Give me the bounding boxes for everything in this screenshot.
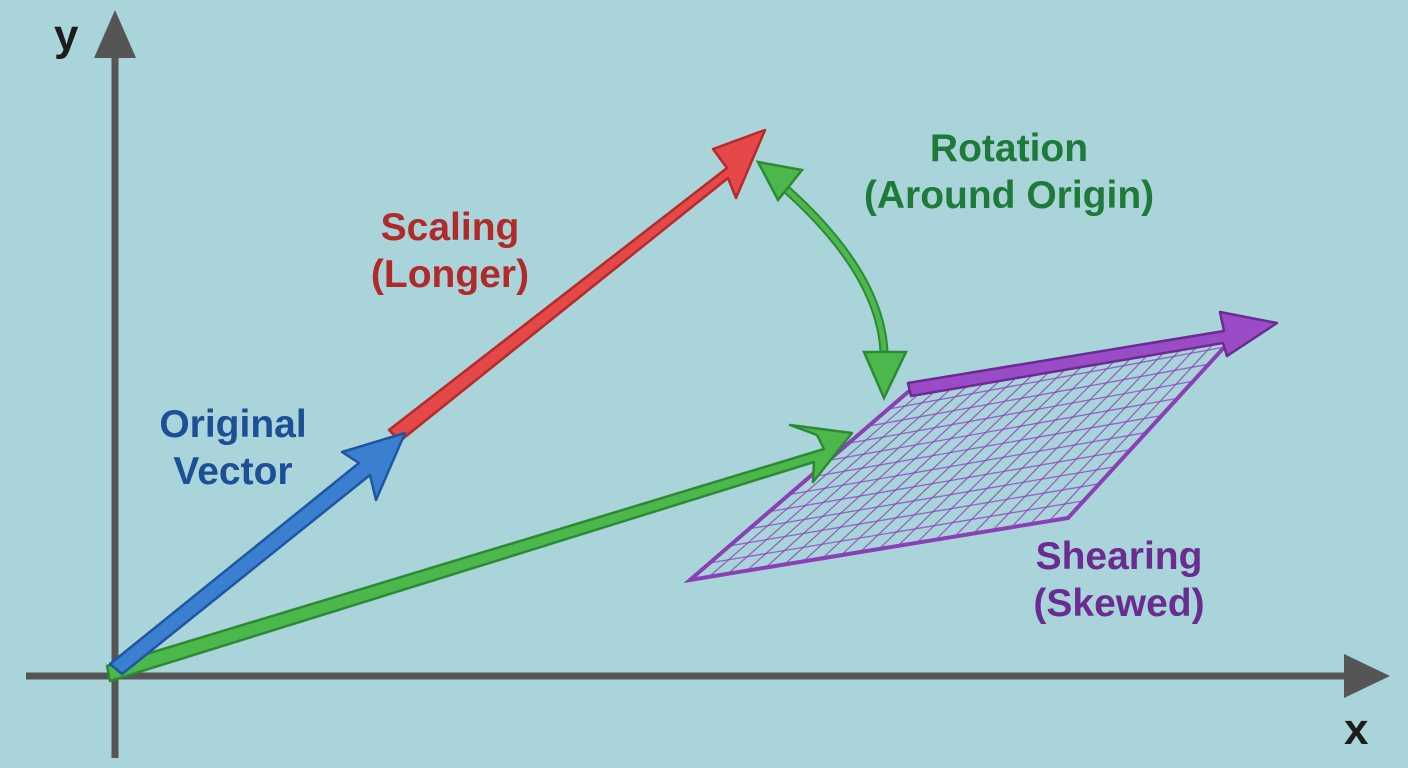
x-axis-label: x	[1344, 705, 1369, 754]
original-vector-label: Original Vector	[142, 402, 324, 496]
shear-grid-line	[954, 348, 1141, 538]
rotation-arc-fill	[776, 180, 887, 353]
shear-grid-line	[802, 372, 1009, 562]
shear-grid-line	[821, 369, 1025, 559]
shear-grid-line	[1010, 338, 1191, 528]
scaling-label: Scaling (Longer)	[346, 205, 554, 299]
rotation-label-line1: Rotation	[929, 127, 1089, 170]
shear-grid-line	[784, 376, 992, 565]
shear-grid-line	[788, 431, 1147, 496]
shear-grid-line	[935, 351, 1125, 541]
shear-grid-line	[749, 466, 1116, 530]
shear-grid-line	[840, 366, 1042, 556]
shearing-label-line2: (Skewed)	[1033, 581, 1205, 625]
shear-grid-line	[916, 354, 1108, 544]
rotated-vector	[105, 423, 854, 683]
shear-grid-line	[727, 385, 942, 575]
rotation-label: Rotation (Around Origin)	[838, 126, 1180, 220]
shear-grid	[708, 332, 1225, 578]
scaled-vector	[387, 128, 767, 443]
shearing-label-line1: Shearing	[1035, 535, 1203, 578]
shearing-label: Shearing (Skewed)	[1012, 534, 1226, 628]
scaling-label-line1: Scaling	[380, 206, 520, 249]
scaling-label-line2: (Longer)	[370, 252, 530, 296]
shear-grid-line	[729, 483, 1100, 547]
original-label-line2: Vector	[173, 449, 293, 493]
shear-grid-line	[808, 414, 1162, 479]
original-label-line1: Original	[159, 403, 307, 446]
shear-grid-line	[897, 357, 1092, 547]
sheared-vector	[906, 310, 1279, 398]
shear-grid-line	[878, 360, 1075, 550]
y-axis-label: y	[54, 11, 79, 60]
shear-grid-line	[991, 341, 1175, 531]
shear-grid-line	[1048, 332, 1224, 522]
shear-grid-line	[828, 397, 1178, 462]
shear-grid-line	[708, 388, 926, 578]
x-axis-arrowhead	[1344, 654, 1390, 698]
shear-grid-line	[848, 380, 1194, 444]
rotation-arc-head-top	[755, 160, 805, 203]
shear-grid-line	[709, 500, 1084, 564]
shear-grid-line	[769, 448, 1131, 513]
shear-grid-line	[973, 345, 1158, 534]
shear-grid-line	[746, 382, 959, 572]
rotation-arc-head-bottom	[862, 350, 908, 402]
y-axis-arrowhead	[94, 10, 136, 58]
shear-grid-line	[765, 379, 975, 569]
shear-grid-line	[859, 363, 1058, 553]
rotation-label-line2: (Around Origin)	[863, 173, 1155, 217]
shear-grid-line	[1029, 335, 1208, 525]
shear-grid-line	[888, 346, 1225, 410]
original-vector	[108, 431, 407, 676]
shear-grid-line	[868, 363, 1209, 427]
